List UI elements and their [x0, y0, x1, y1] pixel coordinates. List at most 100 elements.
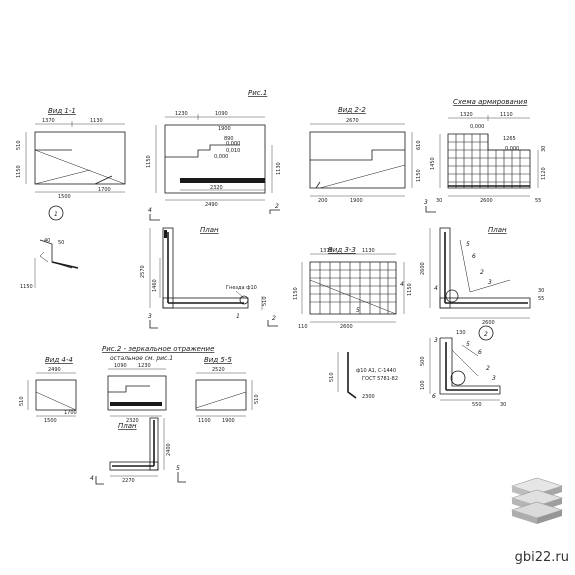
- scheme-title: Схема армирования: [453, 98, 527, 106]
- svg-text:1: 1: [54, 211, 58, 218]
- v33-mesh: [310, 262, 396, 314]
- svg-text:0,000: 0,000: [505, 146, 519, 152]
- svg-text:1110: 1110: [500, 112, 513, 118]
- svg-text:1265: 1265: [503, 136, 516, 142]
- plan-bottom-title: План: [118, 422, 137, 430]
- svg-text:2320: 2320: [210, 185, 223, 191]
- svg-text:1150: 1150: [416, 169, 422, 182]
- svg-text:110: 110: [298, 324, 308, 330]
- svg-text:3: 3: [424, 199, 428, 206]
- svg-text:5: 5: [176, 465, 180, 472]
- svg-text:1500: 1500: [44, 418, 57, 424]
- svg-text:30: 30: [436, 198, 442, 204]
- svg-text:1700: 1700: [64, 410, 77, 416]
- svg-text:2400: 2400: [166, 443, 172, 456]
- svg-text:2: 2: [275, 203, 279, 210]
- svg-text:1130: 1130: [276, 162, 282, 175]
- svg-text:6: 6: [432, 393, 436, 400]
- svg-text:5: 5: [356, 307, 360, 314]
- fig1-slab: [180, 178, 265, 183]
- v11-dim-bottom: 1500: [58, 194, 71, 200]
- svg-text:130: 130: [456, 330, 466, 336]
- svg-text:1320: 1320: [460, 112, 473, 118]
- svg-text:510: 510: [19, 396, 25, 406]
- view-4-4: Вид 4-4 2490 510 1500 1700: [19, 356, 77, 424]
- svg-text:890: 890: [224, 136, 234, 142]
- svg-text:2600: 2600: [480, 198, 493, 204]
- svg-text:55: 55: [535, 198, 541, 204]
- v11-dim-h1: 510: [16, 140, 22, 150]
- view-2-2: Вид 2-2 2670 610 1150 1900 200: [309, 106, 422, 204]
- svg-text:1460: 1460: [152, 279, 158, 292]
- view-1-1: Вид 1-1 1370 1130 510 1150 1500 1700: [16, 107, 126, 200]
- svg-text:0,000: 0,000: [226, 141, 240, 147]
- v11-dim-h2: 1150: [16, 165, 22, 178]
- view-5-5-title: Вид 5-5: [204, 356, 232, 364]
- svg-text:50: 50: [58, 240, 64, 246]
- svg-text:2670: 2670: [346, 118, 359, 124]
- v11-dim-a: 1370: [42, 118, 55, 124]
- svg-text:500: 500: [420, 356, 426, 366]
- svg-text:1150: 1150: [293, 287, 299, 300]
- figure-2-title: Рис.2 - зеркальное отражение: [102, 345, 214, 353]
- svg-text:2: 2: [480, 269, 484, 276]
- callout-circle-1: 1: [48, 205, 64, 221]
- svg-text:1370: 1370: [320, 248, 333, 254]
- plan-center-title: План: [200, 226, 219, 234]
- svg-text:4: 4: [148, 207, 152, 214]
- svg-text:2600: 2600: [420, 262, 426, 275]
- gbi-logo-icon: [511, 477, 563, 524]
- svg-text:1100: 1100: [198, 418, 211, 424]
- svg-text:5: 5: [466, 341, 470, 348]
- svg-text:2270: 2270: [122, 478, 135, 484]
- plan-right: План 2600 2600 55 30 5 6 2 3 4 3: [420, 199, 544, 326]
- svg-text:Гнезда ф10: Гнезда ф10: [226, 285, 257, 291]
- site-watermark[interactable]: gbi22.ru: [514, 550, 569, 565]
- svg-text:1: 1: [236, 313, 240, 320]
- figure-2-subtitle: остальное см. рис.1: [110, 355, 173, 362]
- svg-text:2300: 2300: [362, 394, 375, 400]
- svg-text:1900: 1900: [218, 126, 231, 132]
- figure-1-title: Рис.1: [248, 89, 267, 97]
- svg-text:1150: 1150: [146, 155, 152, 168]
- figure-2-caption: Рис.2 - зеркальное отражение остальное с…: [102, 345, 214, 362]
- reinforcement-scheme: Схема армирования 1320 1110 0,000 1265 0…: [430, 98, 547, 204]
- svg-text:2320: 2320: [126, 418, 139, 424]
- view-2-2-title: Вид 2-2: [338, 106, 366, 114]
- svg-text:0,000: 0,000: [470, 124, 484, 130]
- svg-text:3: 3: [434, 337, 438, 344]
- svg-text:2600: 2600: [482, 320, 495, 326]
- svg-text:510: 510: [329, 372, 335, 382]
- svg-text:2: 2: [486, 365, 490, 372]
- v11-dim-b: 1130: [90, 118, 103, 124]
- section-marks-top: 4 2: [148, 203, 280, 221]
- svg-text:1450: 1450: [430, 157, 436, 170]
- node-detail-2: 500 100 550 30 130 5 6 2 3 3 6: [420, 330, 506, 408]
- svg-text:1230: 1230: [138, 363, 151, 369]
- svg-text:200: 200: [318, 198, 328, 204]
- svg-text:1150: 1150: [20, 284, 33, 290]
- svg-text:1120: 1120: [541, 167, 547, 180]
- plan-center: План 2570 1460 Гнезда ф10 1 3 510 2: [140, 226, 278, 329]
- svg-text:1130: 1130: [362, 248, 375, 254]
- svg-text:40: 40: [44, 238, 50, 244]
- svg-text:610: 610: [416, 140, 422, 150]
- svg-text:1900: 1900: [222, 418, 235, 424]
- svg-text:2: 2: [484, 331, 488, 338]
- view-5-5: Вид 5-5 2520 510 1100 1900: [195, 356, 260, 424]
- hook-detail: 40 50 1150: [20, 238, 79, 290]
- svg-text:2: 2: [272, 315, 276, 322]
- plan-right-title: План: [488, 226, 507, 234]
- svg-text:3: 3: [148, 313, 152, 320]
- svg-text:6: 6: [478, 349, 482, 356]
- svg-text:30: 30: [538, 288, 544, 294]
- svg-text:2570: 2570: [140, 265, 146, 278]
- svg-text:2520: 2520: [212, 367, 225, 373]
- bar-detail: 510 ф10 А1, С-1440 ГОСТ 5781-82 2300: [329, 352, 398, 400]
- callout-circle-2: 2: [478, 325, 494, 341]
- svg-text:1230: 1230: [175, 111, 188, 117]
- view-3-3-title: Вид 3-3: [328, 246, 356, 254]
- svg-text:4: 4: [434, 285, 438, 292]
- svg-text:30: 30: [541, 146, 547, 152]
